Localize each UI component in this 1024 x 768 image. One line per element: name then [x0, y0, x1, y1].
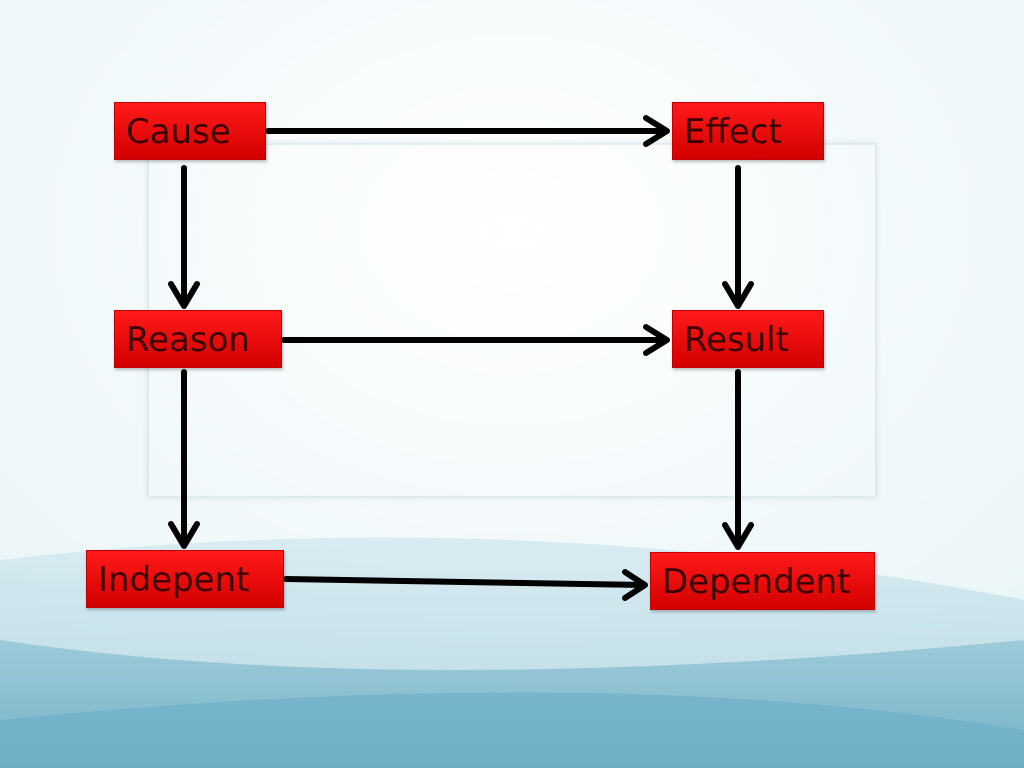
node-effect: Effect	[672, 102, 824, 160]
arrow-reason-to-result	[281, 324, 670, 356]
arrow-cause-to-reason	[168, 165, 200, 309]
node-dependent: Dependent	[650, 552, 875, 610]
node-cause: Cause	[114, 102, 266, 160]
node-indepent: Indepent	[86, 550, 284, 608]
arrow-cause-to-effect	[265, 115, 670, 147]
arrow-indepent-to-dependent	[283, 569, 648, 601]
node-reason: Reason	[114, 310, 282, 368]
arrow-effect-to-result	[722, 165, 754, 309]
arrow-reason-to-indepent	[168, 369, 200, 549]
node-result: Result	[672, 310, 824, 368]
arrow-result-to-dependent	[722, 369, 754, 550]
